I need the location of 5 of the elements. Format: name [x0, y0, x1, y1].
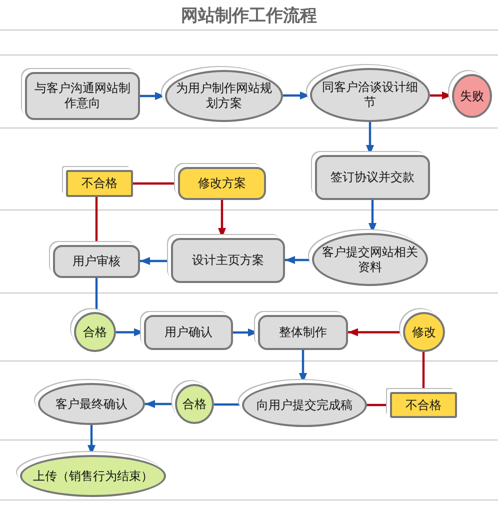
arrow: [140, 92, 165, 100]
title: 网站制作工作流程: [180, 5, 318, 27]
arrow: [283, 92, 310, 100]
arrow: [285, 256, 312, 264]
connector-line: [214, 403, 242, 406]
